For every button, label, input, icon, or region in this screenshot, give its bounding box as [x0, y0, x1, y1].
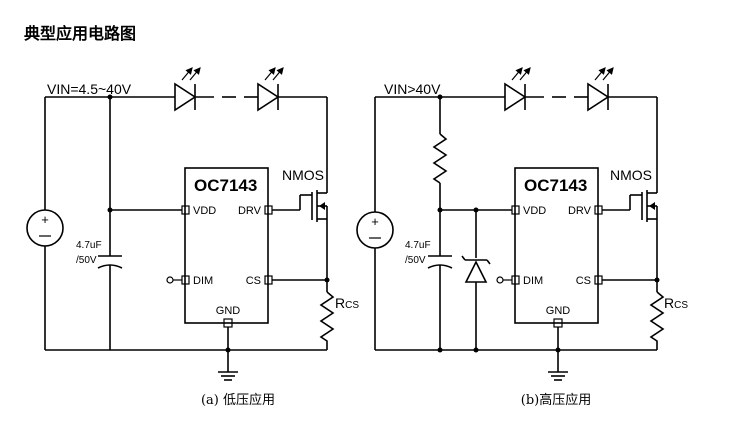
caption-b: (b)高压应用: [521, 392, 591, 408]
ground-symbol-a: [218, 371, 238, 381]
voltage-source-b: +: [356, 97, 394, 350]
cap-voltage-a: /50V: [76, 255, 97, 266]
pin-cs-a: CS: [246, 275, 261, 287]
pin-drv-b: DRV: [568, 205, 592, 217]
cap-value-a: 4.7uF: [76, 240, 102, 251]
pin-gnd-a: GND: [216, 305, 241, 317]
svg-text:RCS: RCS: [335, 295, 359, 311]
pin-drv-a: DRV: [238, 205, 262, 217]
chip-name-a: OC7143: [194, 176, 257, 195]
svg-text:+: +: [41, 212, 49, 227]
caption-a: (a) 低压应用: [201, 392, 275, 408]
ic-chip-b: [514, 167, 599, 324]
rcs-sub-b: CS: [674, 300, 688, 311]
circuit-a: + VIN=4.5~40V: [26, 67, 359, 408]
svg-text:+: +: [371, 214, 379, 229]
pin-vdd-b: VDD: [523, 205, 546, 217]
nmos-b: [641, 190, 658, 222]
pin-dim-b: DIM: [523, 275, 543, 287]
page-title: 典型应用电路图: [24, 24, 137, 43]
rcs-label-a: R: [335, 295, 345, 311]
chip-name-b: OC7143: [524, 176, 587, 195]
pin-gnd-b: GND: [546, 305, 571, 317]
led-a1: [174, 67, 201, 112]
resistor-rcs-a: [319, 291, 335, 350]
ground-symbol-b: [548, 371, 568, 381]
capacitor-b: [427, 255, 453, 350]
circuit-b: + VIN>40V: [356, 67, 688, 408]
nmos-label-a: NMOS: [282, 167, 324, 183]
capacitor-a: [97, 255, 123, 350]
vin-label-b: VIN>40V: [384, 81, 441, 97]
voltage-source-a: +: [26, 97, 64, 350]
cap-value-b: 4.7uF: [405, 240, 431, 251]
vin-label-a: VIN=4.5~40V: [47, 81, 132, 97]
rcs-label-b: R: [664, 295, 674, 311]
led-b2: [587, 67, 614, 112]
led-b1: [504, 67, 531, 112]
svg-text:RCS: RCS: [664, 295, 688, 311]
resistor-rcs-b: [649, 291, 665, 350]
zener-diode-b: [461, 255, 491, 283]
nmos-label-b: NMOS: [610, 167, 652, 183]
pin-cs-b: CS: [576, 275, 591, 287]
rcs-sub-a: CS: [345, 300, 359, 311]
nmos-a: [311, 190, 328, 222]
cap-voltage-b: /50V: [405, 255, 426, 266]
ic-chip-a: [184, 167, 269, 324]
pin-dim-a: DIM: [193, 275, 213, 287]
series-resistor-b: [432, 133, 448, 184]
led-a2: [257, 67, 284, 112]
pin-vdd-a: VDD: [193, 205, 216, 217]
